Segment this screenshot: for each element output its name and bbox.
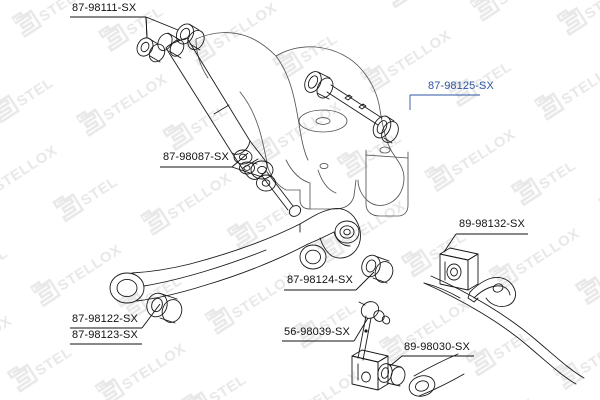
callout-leader-line <box>231 166 263 178</box>
callout-leader-line <box>353 317 369 342</box>
callout-label-87-98123-sx[interactable]: 87-98123-SX <box>72 329 138 341</box>
shock-mount-bushings <box>233 149 276 192</box>
callout-label-56-98039-sx[interactable]: 56-98039-SX <box>284 326 350 338</box>
callout-leader-line <box>355 271 375 291</box>
trailing-arm-rear-bushing-art <box>361 254 394 284</box>
shock-absorber <box>165 37 302 217</box>
callout-label-87-98125-sx[interactable]: 87-98125-SX <box>428 80 494 92</box>
callout-label-89-98030-sx[interactable]: 89-98030-SX <box>404 341 470 353</box>
callout-label-87-98111-sx[interactable]: 87-98111-SX <box>72 2 137 14</box>
stabilizer-bar-bushing-art <box>439 247 517 307</box>
trailing-arm <box>109 208 361 304</box>
callout-leader-line <box>145 16 179 31</box>
callout-leader-line <box>141 303 161 329</box>
upper-bushing-set <box>136 23 205 63</box>
upper-control-arm <box>304 71 399 144</box>
callout-leader-line <box>231 152 249 168</box>
callout-leader-line <box>145 16 148 39</box>
axle-carrier-body <box>195 32 409 217</box>
callout-label-87-98087-sx[interactable]: 87-98087-SX <box>163 151 229 163</box>
callout-label-87-98122-sx[interactable]: 87-98122-SX <box>72 313 138 325</box>
callout-label-89-98132-sx[interactable]: 89-98132-SX <box>459 218 525 230</box>
callout-label-87-98124-sx[interactable]: 87-98124-SX <box>287 274 353 286</box>
stabilizer-link-bushing-art <box>377 363 406 387</box>
callout-leader-line <box>389 355 403 367</box>
callout-leader-line <box>443 233 457 253</box>
